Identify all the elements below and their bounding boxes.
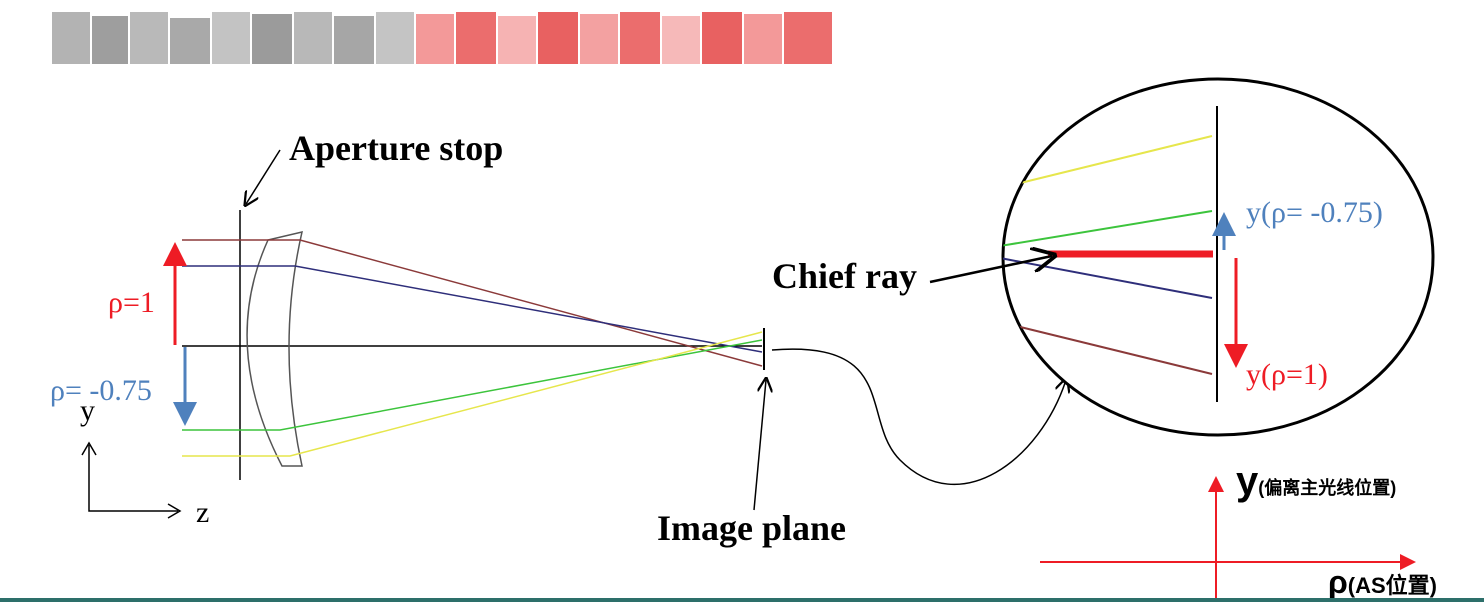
aperture-stop-arrow — [246, 149, 281, 204]
graph-y-label: y(偏离主光线位置) — [1236, 459, 1396, 503]
rho-1-label: ρ=1 — [108, 286, 155, 319]
bottom-border — [0, 598, 1484, 602]
ray-yellow — [182, 331, 763, 457]
blurred-title — [52, 12, 832, 64]
inset-y-neg075-label: y(ρ= -0.75) — [1246, 196, 1383, 229]
aperture-stop-label: Aperture stop — [289, 128, 503, 168]
image-plane-label: Image plane — [657, 508, 846, 548]
axis-y-label: y — [80, 394, 95, 427]
graph-rho-label: ρ(AS位置) — [1328, 564, 1437, 600]
ray-bundle — [182, 239, 763, 457]
zoom-connector — [771, 348, 1066, 486]
inset-y-1-label: y(ρ=1) — [1246, 358, 1328, 391]
axis-z-label: z — [196, 496, 209, 529]
chief-ray-arrow — [929, 256, 1052, 284]
lens — [246, 230, 303, 467]
ray-rho-neg075 — [182, 339, 763, 431]
image-plane-arrow — [753, 380, 766, 511]
rho-neg075-label: ρ= -0.75 — [50, 374, 152, 407]
yz-axes — [88, 445, 178, 512]
ray-navy — [182, 265, 763, 353]
chief-ray-label: Chief ray — [772, 256, 917, 296]
ray-rho-1 — [182, 239, 763, 367]
